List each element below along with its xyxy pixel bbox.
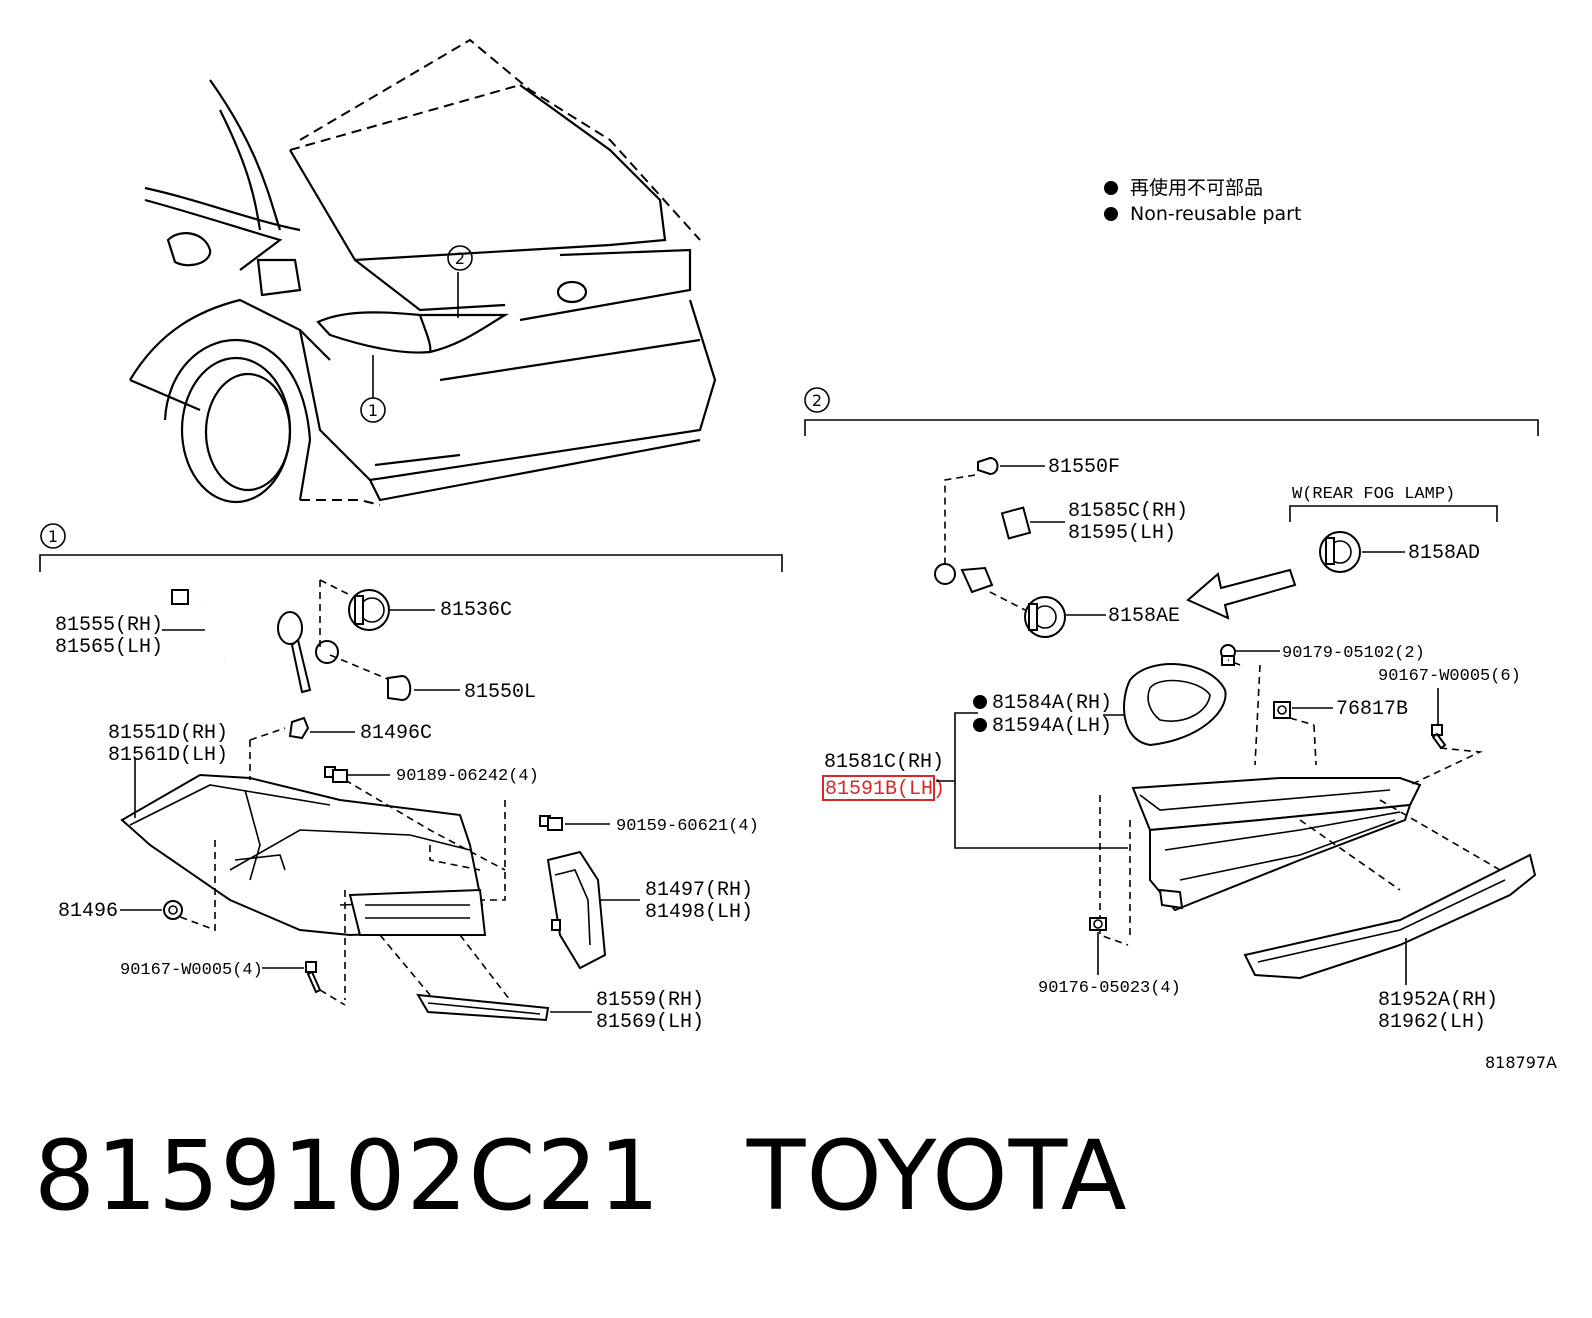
label-81559: 81559(RH): [596, 989, 704, 1012]
section-1-bracket: [39, 554, 783, 572]
legend: 再使用不可部品 Non-reusable part: [1104, 177, 1301, 225]
label-81496C: 81496C: [360, 722, 432, 745]
label-90179: 90179-05102(2): [1282, 644, 1425, 663]
label-81565: 81565(LH): [55, 636, 163, 659]
label-81581C: 81581C(RH): [824, 751, 944, 774]
bulb-part: [977, 456, 999, 476]
bracket-part: [546, 850, 607, 970]
socket-part: [348, 589, 390, 631]
direction-arrow-icon: [1186, 568, 1297, 620]
fog-lamp-bracket: [1289, 505, 1498, 522]
callout-1-car: [360, 397, 386, 423]
label-81952A: 81952A(RH): [1378, 989, 1498, 1012]
garnish-part: [1243, 853, 1537, 980]
gasket-part: [1123, 663, 1227, 747]
callout-1-label: 1: [48, 527, 58, 546]
label-8158AE: 8158AE: [1108, 605, 1180, 628]
callout-2: [804, 387, 830, 413]
legend-en: Non-reusable part: [1130, 203, 1301, 225]
reflector-part: [416, 993, 550, 1022]
label-81962: 81962(LH): [1378, 1011, 1486, 1034]
section-2-bracket: [804, 419, 1539, 436]
label-81595: 81595(LH): [1068, 522, 1176, 545]
socket-harness-part: [934, 506, 1032, 594]
label-76817B: 76817B: [1336, 698, 1408, 721]
callout-2-car-label: 2: [455, 249, 465, 268]
socket-part: [1024, 596, 1066, 638]
label-81584A: 81584A(RH): [992, 692, 1112, 715]
label-81561D: 81561D(LH): [108, 744, 228, 767]
label-81585C: 81585C(RH): [1068, 500, 1188, 523]
section-2: 2 81550F 81585C(RH) 81595(LH) W(REAR FOG…: [804, 387, 1539, 1034]
callout-2-car: [447, 245, 473, 271]
non-reusable-bullet-icon: [973, 695, 987, 709]
label-81498: 81498(LH): [645, 901, 753, 924]
label-81555: 81555(RH): [55, 614, 163, 637]
tail-lamp-inner-part: [1131, 777, 1422, 912]
wire-harness-part: [171, 587, 339, 694]
callout-2-label: 2: [812, 391, 822, 410]
label-81496: 81496: [58, 900, 118, 923]
screw-part: [324, 766, 348, 783]
label-90159: 90159-60621(4): [616, 817, 759, 836]
screw-part: [305, 961, 322, 994]
caption-part-number: 8159102C21: [34, 1120, 661, 1232]
legend-jp: 再使用不可部品: [1130, 177, 1263, 199]
label-81569: 81569(LH): [596, 1011, 704, 1034]
bulb-part: [387, 674, 412, 702]
screw-part: [1431, 724, 1447, 750]
nut-part: [288, 716, 310, 740]
label-90167-a: 90167-W0005(4): [120, 961, 263, 980]
label-fog-lamp: W(REAR FOG LAMP): [1292, 485, 1455, 504]
screw-part: [1089, 917, 1107, 931]
label-81536C: 81536C: [440, 599, 512, 622]
label-81551D: 81551D(RH): [108, 722, 228, 745]
callout-1: [40, 523, 66, 549]
car-rear-illustration: 2 1: [129, 38, 717, 506]
non-reusable-bullet-icon: [973, 718, 987, 732]
screw-part: [539, 815, 563, 831]
tail-lamp-outer-part: [120, 773, 487, 937]
clip-part: [1273, 701, 1291, 719]
clip-part: [163, 900, 183, 920]
caption-brand: TOYOTA: [746, 1120, 1128, 1232]
label-81550L: 81550L: [464, 681, 536, 704]
non-reusable-bullet-icon: [1104, 181, 1118, 195]
label-8158AD: 8158AD: [1408, 542, 1480, 565]
label-90189: 90189-06242(4): [396, 767, 539, 786]
label-81594A: 81594A(LH): [992, 715, 1112, 738]
label-81550F: 81550F: [1048, 456, 1120, 479]
label-90167-b: 90167-W0005(6): [1378, 667, 1521, 686]
label-81591B: 81591B(LH): [825, 778, 945, 801]
label-81497: 81497(RH): [645, 879, 753, 902]
highlight-box: [822, 775, 935, 801]
diagram-reference-id: 818797A: [1485, 1053, 1557, 1072]
callout-1-car-label: 1: [368, 401, 378, 420]
socket-part: [1319, 531, 1361, 573]
label-90176: 90176-05023(4): [1038, 979, 1181, 998]
non-reusable-bullet-icon: [1104, 207, 1118, 221]
section-1: 1 81555(RH) 81565(LH) 81536C: [39, 523, 783, 1034]
screw-part: [1220, 644, 1236, 666]
